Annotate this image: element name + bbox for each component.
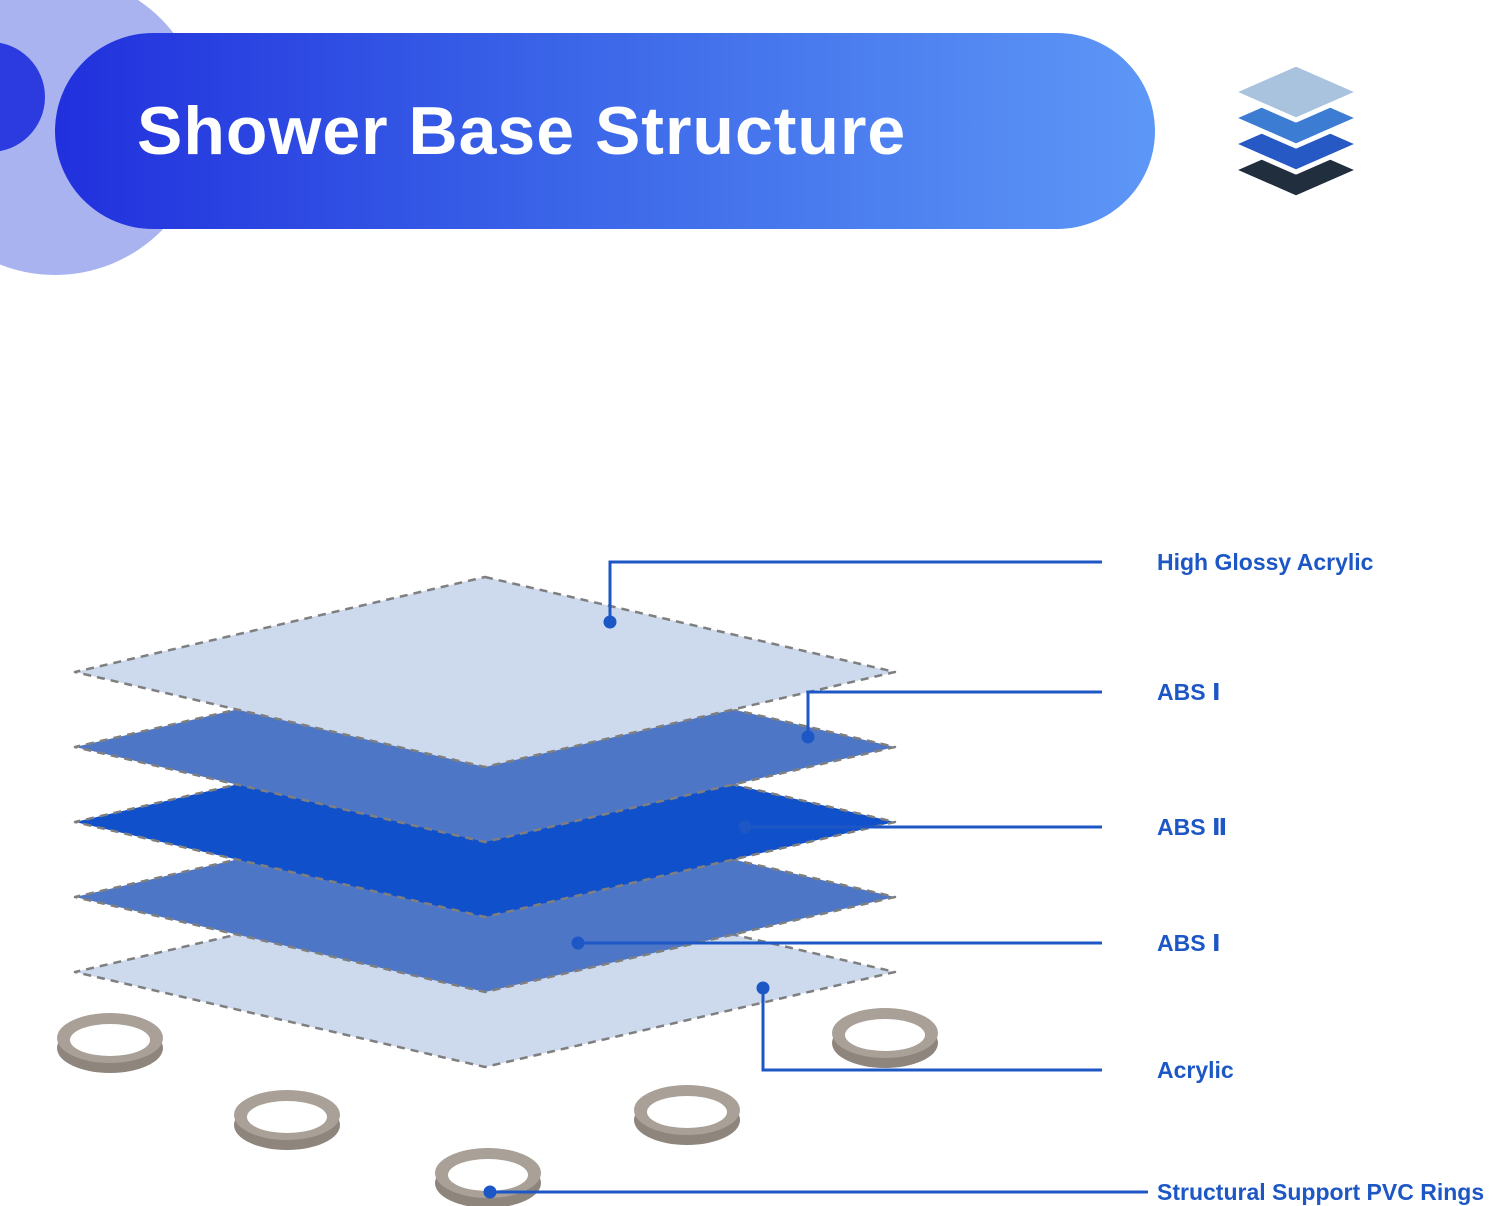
leader-line-acrylic xyxy=(761,988,1102,1072)
layers-icon-top-layer xyxy=(1229,62,1363,123)
leader-line-high-glossy-acrylic xyxy=(608,560,1102,622)
layers-icon xyxy=(1229,62,1363,201)
leader-dot-abs2 xyxy=(738,820,752,834)
label-abs2: ABS Ⅱ xyxy=(1157,814,1228,840)
pvc-ring-mid-left xyxy=(234,1090,340,1150)
pvc-ring-left xyxy=(57,1013,163,1073)
page-title: Shower Base Structure xyxy=(137,93,907,169)
layer-high-glossy-acrylic xyxy=(73,575,897,769)
label-high-glossy-acrylic: High Glossy Acrylic xyxy=(1157,549,1374,575)
leader-dot-pvc-rings xyxy=(483,1185,497,1199)
leader-line-abs1-upper xyxy=(806,690,1102,737)
leader-dot-high-glossy-acrylic xyxy=(603,615,617,629)
label-abs1-lower: ABS Ⅰ xyxy=(1157,930,1221,956)
label-acrylic: Acrylic xyxy=(1157,1057,1234,1083)
leader-dot-abs1-upper xyxy=(801,730,815,744)
pvc-ring-right xyxy=(832,1008,938,1068)
title-banner: Shower Base Structure xyxy=(55,33,1155,229)
leader-dot-abs1-lower xyxy=(571,936,585,950)
leader-dot-acrylic xyxy=(756,981,770,995)
pvc-ring-mid-right xyxy=(634,1085,740,1145)
label-pvc-rings: Structural Support PVC Rings xyxy=(1157,1179,1485,1205)
label-abs1-upper: ABS Ⅰ xyxy=(1157,679,1221,705)
